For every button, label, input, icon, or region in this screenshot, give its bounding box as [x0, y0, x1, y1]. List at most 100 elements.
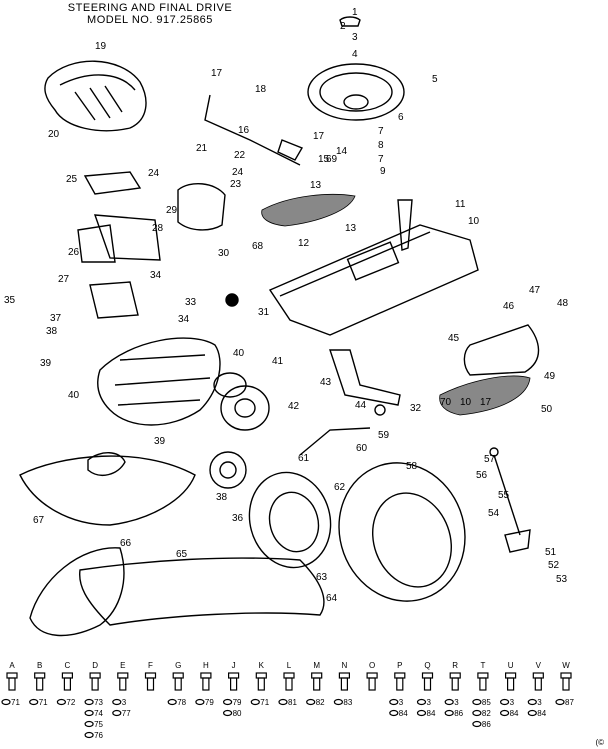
washer-icon — [333, 698, 343, 706]
callout-13: 13 — [310, 180, 322, 191]
bolt-shank-icon — [146, 677, 155, 691]
callout-29: 29 — [166, 205, 178, 216]
washer-icon — [223, 709, 233, 717]
hardware-part-83: 83 — [343, 698, 352, 707]
callout-1: 1 — [352, 7, 358, 18]
callout-65: 65 — [176, 549, 188, 560]
bolt-icon — [449, 672, 461, 679]
callout-10: 10 — [468, 216, 480, 227]
bolt-shank-icon — [562, 677, 570, 691]
washer-icon — [84, 731, 94, 739]
hardware-letter-f: F — [148, 661, 153, 670]
bolt-icon — [255, 672, 267, 679]
bolt-shank-icon — [451, 677, 459, 691]
hardware-part-79: 79 — [233, 698, 242, 707]
hardware-part-73: 73 — [94, 698, 103, 707]
callout-57: 57 — [484, 454, 496, 465]
callout-18: 18 — [255, 84, 267, 95]
callout-11: 11 — [455, 199, 466, 210]
callout-20: 20 — [48, 129, 60, 140]
callout-48: 48 — [557, 298, 569, 309]
callout-52: 52 — [548, 560, 560, 571]
callout-22: 22 — [234, 150, 246, 161]
hardware-part-76: 76 — [94, 731, 103, 740]
bolt-icon — [172, 672, 184, 679]
washer-icon — [195, 698, 205, 706]
washer-icon — [278, 698, 288, 706]
callout-31: 31 — [258, 307, 270, 318]
bolt-shank-icon — [174, 677, 182, 691]
bolt-icon — [144, 672, 157, 679]
callout-5: 5 — [432, 74, 438, 85]
callout-13: 13 — [345, 223, 357, 234]
hardware-letter-k: K — [259, 661, 265, 670]
hardware-part-71: 71 — [260, 698, 269, 707]
washer-icon — [389, 709, 399, 717]
hardware-part-78: 78 — [177, 698, 186, 707]
hardware-letter-r: R — [452, 661, 458, 670]
callout-7: 7 — [378, 154, 384, 165]
bolt-icon — [117, 672, 129, 679]
hardware-part-3: 3 — [510, 698, 515, 707]
hardware-part-3: 3 — [427, 698, 432, 707]
callout-8: 8 — [378, 140, 384, 151]
hardware-part-75: 75 — [94, 720, 103, 729]
hardware-letter-g: G — [175, 661, 181, 670]
foot-rest-right — [439, 375, 531, 416]
bolt-shank-icon — [91, 677, 99, 691]
bolt-icon — [6, 672, 18, 679]
bolt-shank-icon — [119, 677, 127, 691]
washer-icon — [306, 698, 316, 706]
hardware-part-3: 3 — [399, 698, 404, 707]
hardware-icons — [1, 672, 572, 739]
bolt-icon — [394, 672, 406, 679]
callout-17: 17 — [480, 397, 492, 408]
callout-24: 24 — [148, 168, 160, 179]
hardware-part-82: 82 — [316, 698, 325, 707]
hardware-letter-l: L — [287, 661, 292, 670]
hardware-letter-p: P — [397, 661, 402, 670]
hardware-letter-c: C — [65, 661, 71, 670]
bolt-shank-icon — [36, 677, 44, 691]
bolt-shank-icon — [313, 677, 321, 691]
callout-12: 12 — [298, 238, 310, 249]
hardware-part-87: 87 — [565, 698, 574, 707]
callout-44: 44 — [355, 400, 367, 411]
bolt-shank-icon — [63, 677, 72, 691]
callout-63: 63 — [316, 572, 328, 583]
bolt-icon — [61, 672, 74, 679]
washer-icon — [56, 698, 67, 706]
callout-3: 3 — [352, 32, 358, 43]
callout-46: 46 — [503, 301, 515, 312]
bolt-icon — [89, 672, 101, 679]
washer-icon — [223, 698, 233, 706]
model-number: MODEL NO. 917.25865 — [87, 14, 213, 26]
hardware-part-3: 3 — [537, 698, 542, 707]
transaxle-shape — [97, 337, 221, 426]
callout-23: 23 — [230, 179, 242, 190]
bolt-shank-icon — [8, 677, 16, 691]
callout-69: 69 — [326, 154, 338, 165]
washer-icon — [112, 698, 122, 706]
bolt-shank-icon — [479, 677, 487, 691]
washer-icon — [555, 698, 565, 706]
hardware-part-3: 3 — [454, 698, 459, 707]
callout-32: 32 — [410, 403, 422, 414]
bolt-shank-icon — [423, 677, 432, 691]
callout-45: 45 — [448, 333, 460, 344]
washer-icon — [444, 698, 454, 706]
hardware-part-77: 77 — [122, 709, 131, 718]
washer-icon — [1, 698, 11, 706]
callout-66: 66 — [120, 538, 132, 549]
callout-2: 2 — [340, 21, 346, 32]
hardware-part-80: 80 — [233, 709, 242, 718]
hardware-part-84: 84 — [537, 709, 546, 718]
seat-shape — [44, 60, 147, 132]
hardware-letter-d: D — [92, 661, 98, 670]
hardware-part-81: 81 — [288, 698, 297, 707]
washer-icon — [416, 709, 427, 717]
callout-19: 19 — [95, 41, 107, 52]
foot-rest-left — [261, 194, 356, 227]
